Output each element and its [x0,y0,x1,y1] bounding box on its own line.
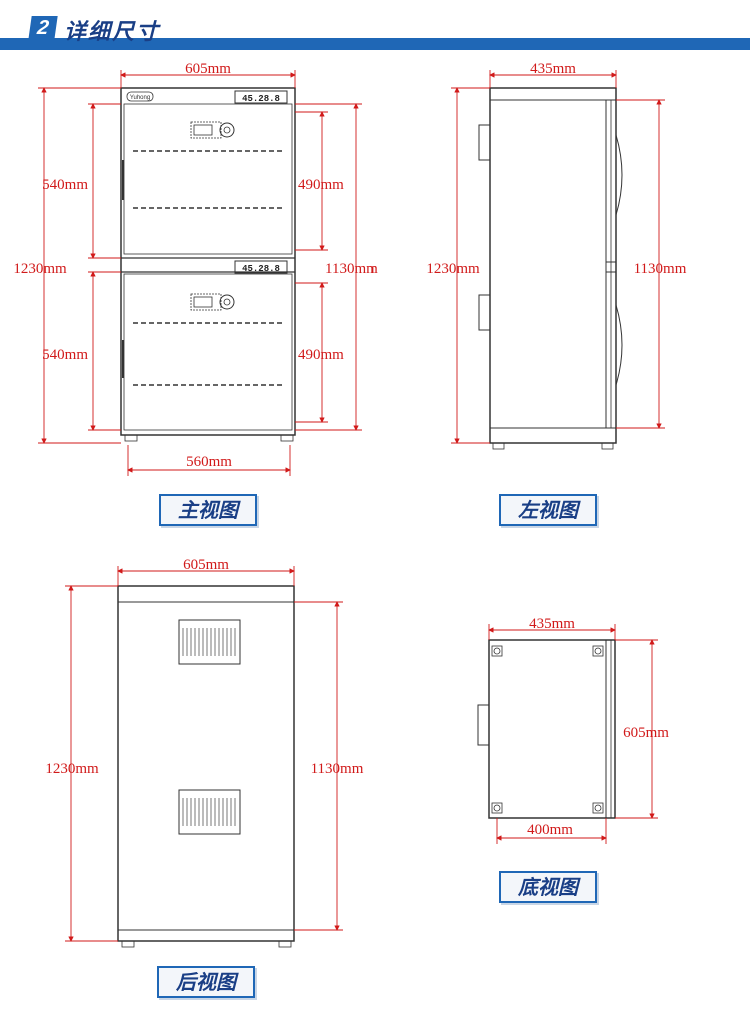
side-vent [478,294,491,331]
header-bar [0,38,750,50]
front-cabinet-outline [120,87,296,436]
foot [278,940,292,948]
front-body-height-suffix: 1 [370,264,376,276]
bottom-cabinet-outline [488,639,616,819]
foot [280,434,294,442]
back-vent [178,789,241,835]
vent-slats [182,628,236,826]
foot [124,434,138,442]
brand-logo [126,91,154,102]
front-body-height-label: 1130mm [325,261,378,277]
bottom-dimension-lines [488,624,658,844]
bottom-depth-label: 605mm [623,725,669,741]
foot-pad [491,802,503,814]
side-vent [477,704,490,746]
front-base-width-label: 560mm [186,454,232,470]
front-lower-height-label: 540mm [42,347,88,363]
door-handle [615,134,623,216]
left-cabinet-outline [489,87,617,444]
back-body-height-label: 1130mm [311,761,364,777]
door-handle [615,304,623,386]
left-view [478,87,623,450]
display-readout: 45.28.8 [242,94,280,104]
left-dimension-lines [451,70,665,444]
left-view-label: 左视图 [499,494,597,526]
back-dimension-lines [65,566,343,942]
foot [121,940,135,948]
left-width-label: 435mm [530,61,576,77]
back-view [117,585,295,948]
side-vent [478,124,491,161]
foot-pad [592,645,604,657]
digital-display [234,260,288,274]
foot [492,442,505,450]
back-vent [178,619,241,665]
front-total-height-label: 1230mm [13,261,67,277]
front-upper-door [123,103,293,255]
knob-icon [219,122,235,138]
display-readout: 45.28.8 [242,264,280,274]
knob-icon [219,294,235,310]
foot-pad [592,802,604,814]
front-lower-inner-label: 490mm [298,347,344,363]
back-cabinet-outline [117,585,295,942]
front-upper-height-label: 540mm [42,177,88,193]
bottom-view [477,639,616,819]
front-dimension-lines [38,70,362,476]
section-title: 详细尺寸 [64,20,161,45]
back-total-height-label: 1230mm [45,761,99,777]
bottom-inner-width-label: 400mm [527,822,573,838]
back-width-label: 605mm [183,557,229,573]
front-upper-inner-label: 490mm [298,177,344,193]
bottom-width-label: 435mm [529,616,575,632]
left-body-height-label: 1130mm [634,261,687,277]
front-view-label: 主视图 [159,494,257,526]
brand-logo-text: Yuhong [130,95,150,101]
digital-display [234,90,288,104]
front-view [120,87,296,442]
foot-pad [491,645,503,657]
front-width-label: 605mm [185,61,231,77]
foot [601,442,614,450]
bottom-view-label: 底视图 [499,871,597,903]
left-total-height-label: 1230mm [426,261,480,277]
control-panel [190,293,222,311]
back-view-label: 后视图 [157,966,255,998]
control-panel [190,121,222,139]
header: 2 详细尺寸 [0,0,750,52]
